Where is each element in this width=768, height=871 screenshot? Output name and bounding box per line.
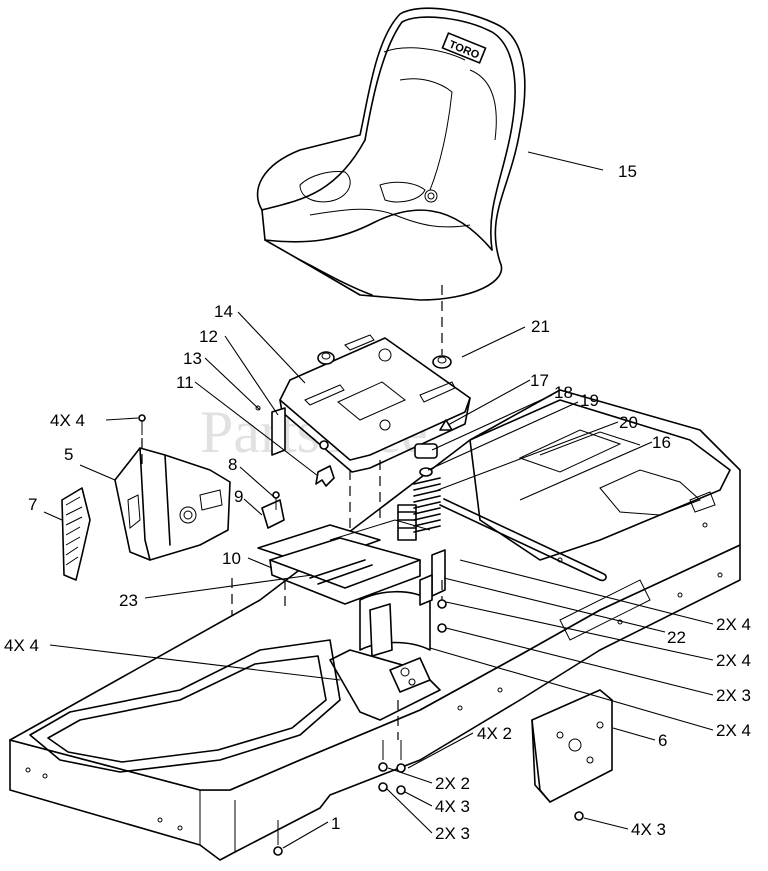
seat-rail (61, 487, 91, 581)
side-bracket-right (531, 689, 613, 821)
callout-23: 23 (119, 591, 138, 610)
callout-17: 17 (530, 371, 549, 390)
spring-hardware (397, 419, 453, 541)
callout-4x2: 4X 2 (477, 724, 512, 743)
callout-2x3-a: 2X 3 (716, 686, 751, 705)
center-brackets (257, 491, 446, 721)
callout-20: 20 (619, 413, 638, 432)
seat-plate (279, 334, 471, 473)
rail-teeth (65, 496, 83, 566)
callout-8: 8 (228, 455, 237, 474)
callout-5: 5 (64, 445, 73, 464)
callout-14: 14 (214, 302, 233, 321)
callout-11: 11 (176, 373, 194, 392)
callout-4x3-right: 4X 3 (631, 820, 666, 839)
callout-2x2: 2X 2 (435, 774, 470, 793)
callout-15: 15 (618, 162, 637, 181)
callout-1: 1 (331, 814, 340, 833)
callout-22: 22 (667, 628, 686, 647)
side-bracket-left (114, 414, 231, 561)
callout-12: 12 (199, 327, 218, 346)
callout-19: 19 (580, 391, 599, 410)
callout-2x4-b: 2X 4 (716, 651, 751, 670)
callout-13: 13 (183, 349, 202, 368)
callout-6: 6 (658, 731, 667, 750)
callout-16: 16 (652, 433, 671, 452)
callout-18: 18 (554, 383, 573, 402)
callout-labels: 15 14 21 12 13 17 18 19 11 4X 4 20 16 5 … (4, 162, 751, 843)
callout-21: 21 (531, 317, 550, 336)
callout-2x3-b: 2X 3 (435, 824, 470, 843)
callout-9: 9 (234, 487, 243, 506)
callout-7: 7 (28, 495, 37, 514)
bumper (317, 351, 452, 369)
callout-4x4-top: 4X 4 (50, 411, 85, 430)
callout-4x4-left: 4X 4 (4, 636, 39, 655)
seat: TORO (256, 7, 526, 301)
assembly-dash-lines (141, 438, 443, 740)
rod (439, 498, 607, 582)
callout-4x3-mid: 4X 3 (435, 797, 470, 816)
callout-2x4-c: 2X 4 (716, 721, 751, 740)
callout-10: 10 (222, 549, 241, 568)
leader-lines (43, 151, 714, 849)
callout-2x4-a: 2X 4 (716, 615, 751, 634)
